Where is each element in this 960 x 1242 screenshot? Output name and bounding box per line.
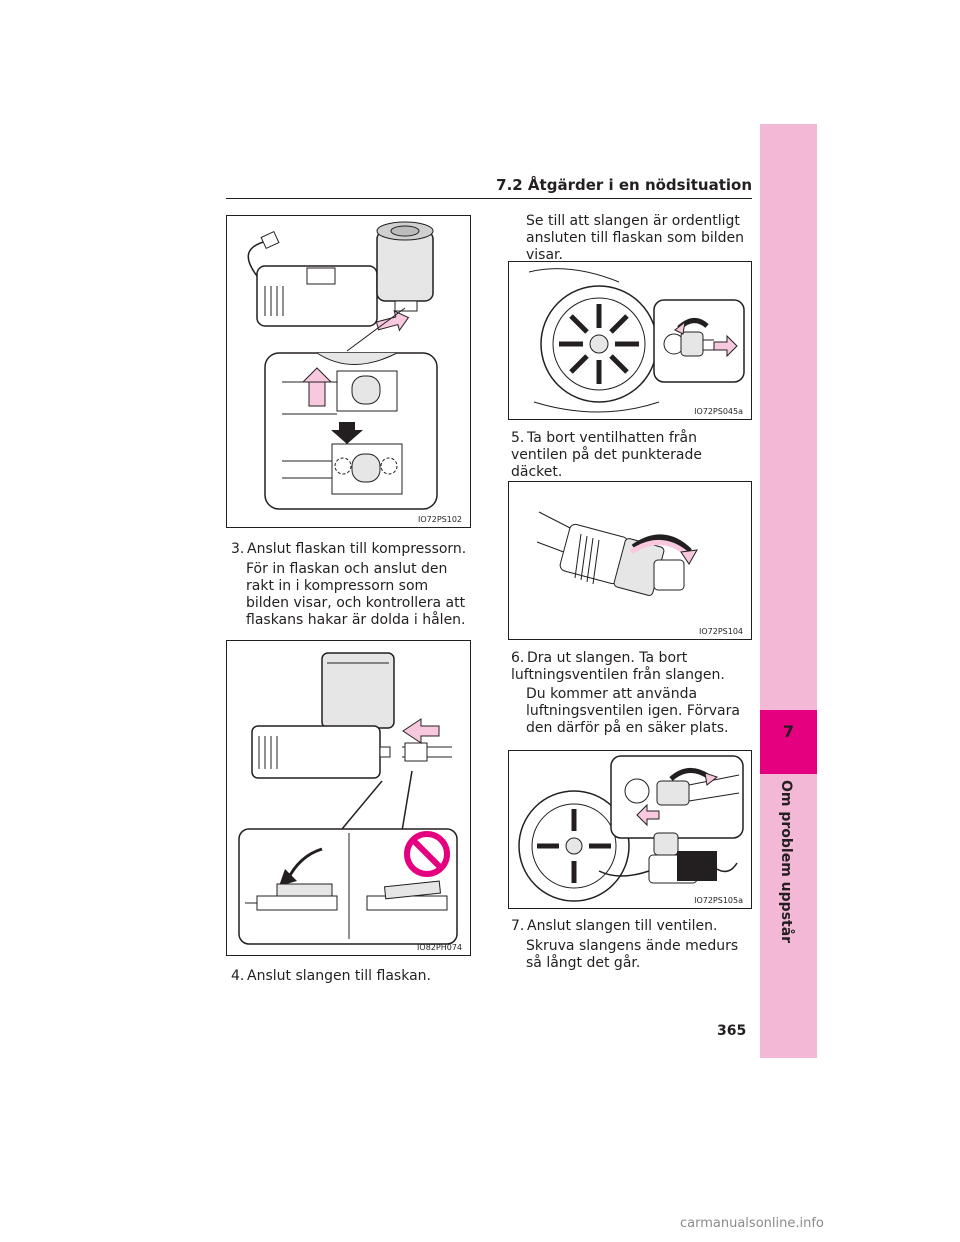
section-title: 7.2 Åtgärder i en nödsituation xyxy=(496,176,752,194)
step-7-body: Skruva slangens ände medurs så långt det… xyxy=(526,938,739,971)
step-5-text: Ta bort ventilhatten från ventilen på de… xyxy=(511,430,703,480)
step-5-title: 5.Ta bort ventilhatten från ventilen på … xyxy=(511,430,751,481)
figure-code: IO82PH074 xyxy=(417,943,462,952)
step-4-text: Anslut slangen till flaskan. xyxy=(247,968,431,984)
watermark: carmanualsonline.info xyxy=(680,1216,824,1231)
step-6-text: Dra ut slangen. Ta bort luftningsventile… xyxy=(511,650,725,683)
header-divider xyxy=(226,198,752,199)
step-3-number: 3. xyxy=(231,541,245,557)
figure-code: IO72PS102 xyxy=(417,515,462,524)
compressor-bottle-illustration xyxy=(247,221,438,510)
hose-check-note: Se till att slangen är ordentligt anslut… xyxy=(526,213,744,263)
step-3-text: Anslut flaskan till kompressorn. xyxy=(247,541,467,557)
chapter-number: 7 xyxy=(782,722,795,741)
step-5-number: 5. xyxy=(511,430,525,446)
figure-connect-bottle: IO82PH074 xyxy=(226,640,471,956)
chapter-number-block xyxy=(760,710,817,774)
figure-code: IO72PS104 xyxy=(698,627,743,636)
figure-bottle-compressor: IO72PS102 xyxy=(226,215,471,528)
step-4-title: 4.Anslut slangen till flaskan. xyxy=(231,968,471,985)
step-4-number: 4. xyxy=(231,968,245,984)
step-3-title: 3.Anslut flaskan till kompressorn. xyxy=(231,541,471,558)
step-6-number: 6. xyxy=(511,650,525,666)
figure-valve-cap: IO72PS104 xyxy=(508,481,752,640)
page-number: 365 xyxy=(717,1023,747,1039)
step-6-title: 6.Dra ut slangen. Ta bort luftningsventi… xyxy=(511,650,751,684)
figure-hose-wheel: IO72PS045a xyxy=(508,261,752,420)
chapter-label: Om problem uppstår xyxy=(778,780,794,944)
step-6-body: Du kommer att använda luftningsventilen … xyxy=(526,686,740,736)
figure-code: IO72PS045a xyxy=(694,407,743,416)
figure-code: IO72PS105a xyxy=(694,896,743,905)
connect-bottle-illustration xyxy=(238,652,458,945)
chapter-side-tab xyxy=(760,124,817,1058)
hose-valve-illustration xyxy=(518,755,744,902)
step-7-number: 7. xyxy=(511,918,525,934)
hose-wheel-illustration xyxy=(528,268,745,413)
step-7-title: 7.Anslut slangen till ventilen. xyxy=(511,918,751,935)
figure-hose-valve: IO72PS105a xyxy=(508,750,752,909)
step-7-text: Anslut slangen till ventilen. xyxy=(527,918,718,934)
step-3-body: För in flaskan och anslut den rakt in i … xyxy=(246,561,466,628)
valve-cap-illustration xyxy=(536,511,698,596)
